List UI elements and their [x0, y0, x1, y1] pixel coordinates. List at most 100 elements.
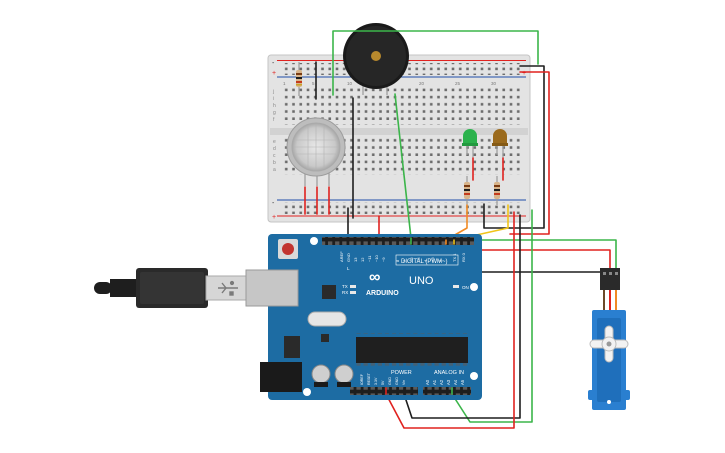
wire-black-power-gnd[interactable]: [403, 214, 521, 419]
svg-text:IOREF: IOREF: [360, 373, 364, 385]
wire-black-right[interactable]: [483, 65, 545, 229]
svg-text:2: 2: [437, 259, 442, 262]
bottom-power-rail: [282, 202, 522, 214]
svg-text:8: 8: [395, 259, 400, 262]
mount-hole: [470, 283, 478, 291]
svg-text:~11: ~11: [367, 255, 372, 262]
svg-text:A0: A0: [425, 379, 430, 385]
analog-pin-labels: A0 A1 A2 A3 A4 A5: [425, 379, 465, 385]
rx-label: RX: [342, 290, 348, 295]
analog-label: ANALOG IN: [434, 370, 464, 376]
svg-text:~9: ~9: [381, 257, 386, 262]
svg-text:g: g: [273, 110, 276, 116]
on-label: ON: [462, 285, 469, 290]
svg-text:e: e: [273, 139, 276, 145]
mount-hole: [310, 237, 318, 245]
brand-label: ARDUINO: [366, 290, 399, 297]
svg-text:GND: GND: [346, 253, 351, 262]
digital-pin-labels: AREF GND 13 12 ~11 ~10 ~9 8 7 ~6 ~5 4 ~3…: [339, 251, 466, 262]
capacitor: [311, 364, 331, 384]
tx-label: TX: [342, 284, 348, 289]
usb-cable: [94, 268, 247, 308]
wires: [304, 30, 617, 429]
svg-text:f: f: [273, 117, 275, 123]
svg-text:~6: ~6: [409, 257, 414, 262]
svg-text:A3: A3: [446, 379, 451, 385]
svg-text:4: 4: [423, 259, 428, 262]
gas-sensor[interactable]: [286, 117, 346, 186]
svg-text:i: i: [273, 96, 274, 102]
svg-text:a: a: [273, 167, 276, 173]
svg-text:30: 30: [491, 81, 497, 86]
rail-plus-label: +: [272, 70, 276, 77]
svg-text:5V: 5V: [381, 380, 385, 385]
wire-green-top[interactable]: [332, 30, 539, 96]
resistor-led-amber[interactable]: [494, 176, 500, 205]
rail-plus-label-right: +: [522, 70, 526, 77]
power-pin-labels: IOREF RESET 3.3V 5V GND GND Vin: [360, 372, 406, 385]
svg-text:d: d: [273, 146, 276, 152]
model-label: UNO: [409, 275, 434, 287]
resistor-top-left[interactable]: [296, 62, 302, 96]
svg-text:RESET: RESET: [367, 372, 371, 385]
svg-text:RX 0: RX 0: [461, 252, 466, 262]
row-letters-top: j i h g f: [272, 89, 276, 123]
wire-red-power-5v[interactable]: [385, 211, 515, 429]
svg-text:12: 12: [360, 257, 365, 262]
rail-plus-label-bottom: +: [272, 214, 276, 221]
crystal-oscillator: [307, 311, 347, 327]
row-letters-bottom: e d c b a: [273, 139, 276, 173]
svg-text:10: 10: [347, 81, 353, 86]
resistor-led-green[interactable]: [464, 176, 470, 205]
svg-text:5: 5: [312, 81, 315, 86]
svg-text:A4: A4: [453, 379, 458, 385]
svg-text:GND: GND: [388, 377, 392, 385]
svg-text:25: 25: [455, 81, 461, 86]
servo-connector: [600, 268, 620, 290]
rail-minus-label: -: [272, 60, 275, 67]
svg-text:AREF: AREF: [339, 251, 344, 262]
svg-text:3.3V: 3.3V: [374, 377, 378, 385]
svg-text:~3: ~3: [430, 257, 435, 262]
svg-text:1: 1: [283, 81, 286, 86]
atmega-chip: [356, 337, 468, 363]
svg-text:A1: A1: [432, 379, 437, 385]
svg-text:A5: A5: [460, 379, 465, 385]
wire-green-servo-signal[interactable]: [417, 239, 617, 273]
dc-jack: [260, 362, 302, 392]
wire-green-analog[interactable]: [451, 209, 533, 423]
mount-hole: [470, 372, 478, 380]
wire-red-servo-power[interactable]: [469, 249, 611, 273]
svg-text:A2: A2: [439, 379, 444, 385]
wire-green-buzzer-signal[interactable]: [394, 93, 412, 239]
rail-minus-label-bottom: -: [272, 200, 275, 207]
svg-text:b: b: [273, 160, 276, 166]
green-led[interactable]: [462, 129, 478, 158]
svg-text:GND: GND: [395, 377, 399, 385]
svg-text:c: c: [273, 153, 276, 159]
svg-text:j: j: [272, 89, 274, 95]
amber-led[interactable]: [492, 129, 508, 158]
svg-text:~5: ~5: [416, 257, 421, 262]
svg-text:Vin: Vin: [402, 380, 406, 385]
capacitor-2: [334, 364, 354, 384]
header-wire-ends: [385, 237, 455, 395]
power-label: POWER: [391, 370, 412, 376]
piezo-buzzer[interactable]: [343, 23, 409, 95]
svg-text:7: 7: [402, 259, 407, 262]
digital-label: DIGITAL (PWM~): [401, 259, 448, 265]
mount-hole: [303, 388, 311, 396]
svg-text:TX 1: TX 1: [452, 253, 457, 262]
infinity-logo: ∞: [369, 269, 380, 286]
l-label: L: [347, 266, 350, 271]
svg-text:~10: ~10: [374, 254, 379, 262]
usb-chip: [322, 285, 336, 299]
arduino-uno[interactable]: ∞ ARDUINO UNO DIGITAL (PWM~) POWER ANALO…: [245, 234, 482, 400]
voltage-regulator: [284, 336, 300, 358]
wire-red-right[interactable]: [509, 71, 550, 235]
svg-text:13: 13: [353, 257, 358, 262]
usb-port: [245, 269, 299, 307]
svg-text:h: h: [273, 103, 276, 109]
micro-servo[interactable]: [588, 268, 630, 410]
svg-text:20: 20: [419, 81, 425, 86]
